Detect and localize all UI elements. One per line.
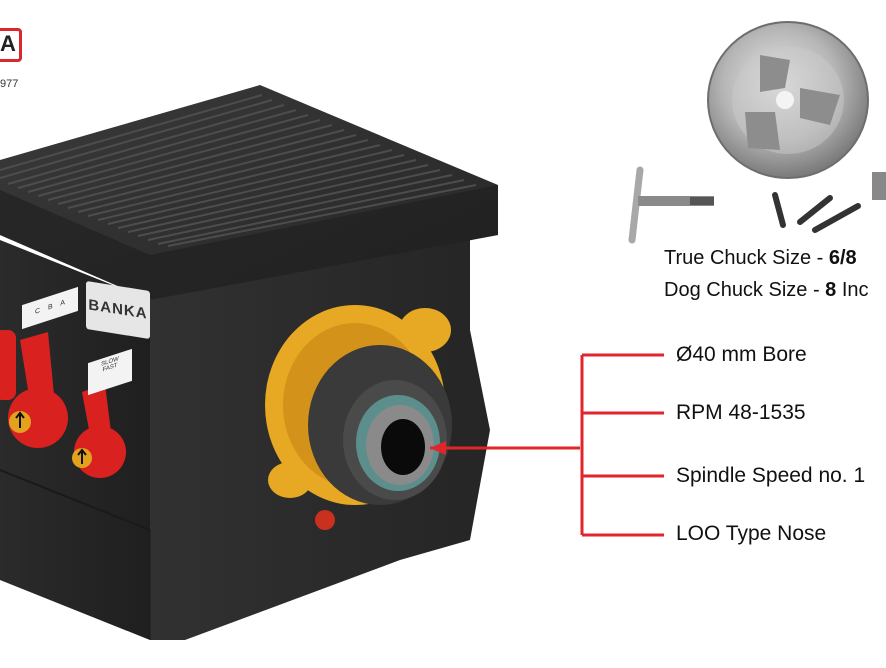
brand-logo-frame: [0, 28, 22, 62]
spec-bore: Ø40 mm Bore: [676, 343, 807, 366]
speed-lever: [72, 384, 126, 478]
three-jaw-chuck: [707, 21, 869, 179]
spec-rpm: RPM 48-1535: [676, 401, 806, 424]
true-chuck-value: 6/8: [828, 247, 857, 269]
chuck-bolts: [772, 172, 886, 233]
gear-tag-b: B: [48, 303, 53, 312]
callout-lines: [430, 353, 664, 537]
oil-sight-glass: [315, 510, 335, 530]
spindle-nose: [308, 345, 452, 505]
dog-chuck-size: Dog Chuck Size - 8 Inc: [664, 278, 869, 302]
true-chuck-label: True Chuck Size -: [664, 247, 829, 269]
spec-nose-type: LOO Type Nose: [676, 522, 827, 545]
headstock-top-plate: [0, 85, 498, 300]
brand-logo-letter: A: [0, 31, 16, 56]
spec-spindle-speed: Spindle Speed no. 1: [676, 464, 866, 487]
true-chuck-size: True Chuck Size - 6/8: [664, 246, 857, 270]
gear-tag-c: C: [35, 307, 41, 316]
chuck-key: [628, 166, 714, 244]
dog-chuck-suffix: Inc: [836, 279, 869, 301]
brand-plate: BANKA: [86, 280, 150, 340]
gear-lever-2: [8, 332, 68, 448]
dog-chuck-value: 8: [825, 279, 837, 301]
callout-arrowhead: [430, 441, 446, 455]
gear-lever-1: [0, 330, 16, 400]
brand-logo-year: 977: [0, 78, 19, 90]
gear-tag-a: A: [60, 299, 65, 308]
dog-chuck-label: Dog Chuck Size -: [664, 279, 826, 301]
